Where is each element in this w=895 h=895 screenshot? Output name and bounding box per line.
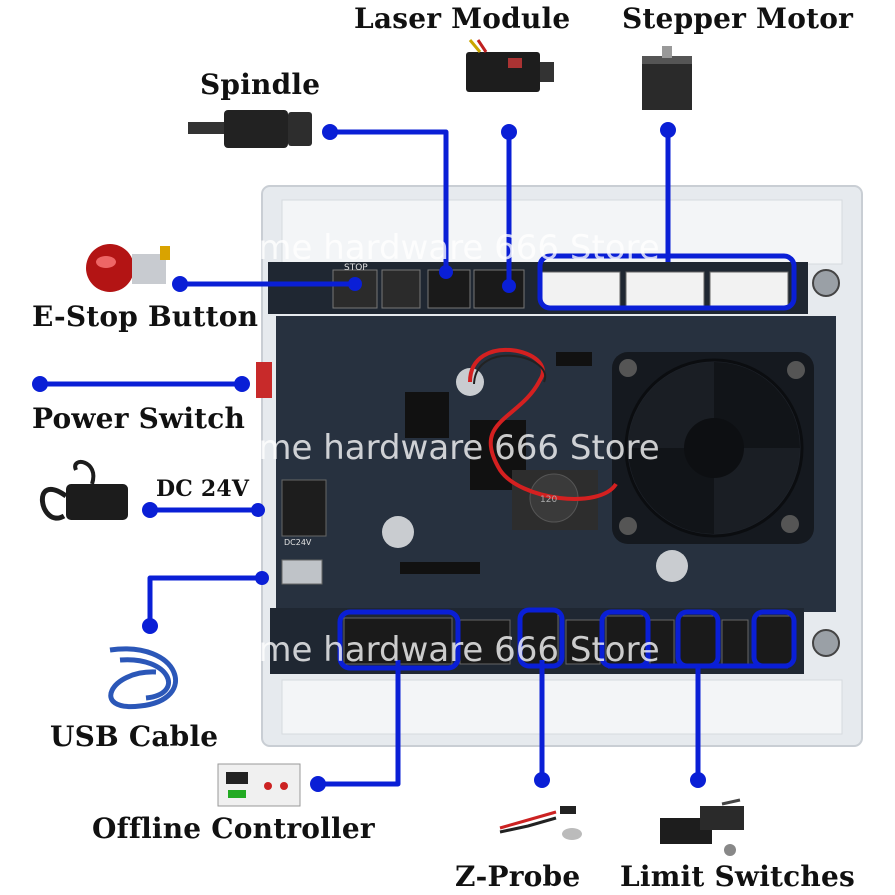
dot — [32, 376, 48, 392]
line-spindle — [330, 129, 449, 272]
spindle-illustration — [188, 110, 312, 148]
usb-cable-illustration — [108, 646, 178, 710]
highlight-limit-x — [599, 609, 651, 669]
connector-spindle — [381, 269, 421, 309]
dot — [502, 279, 516, 293]
connector-offline — [343, 617, 453, 665]
highlight-offline — [337, 609, 461, 671]
fan-blade — [714, 448, 800, 534]
dot — [534, 772, 550, 788]
chip — [400, 562, 480, 574]
label-estop-button: E-Stop Button — [32, 300, 259, 333]
fan-screw — [787, 361, 805, 379]
highlight-limit-y — [675, 609, 721, 669]
label-dc-24v: DC 24V — [156, 476, 250, 502]
capacitor — [656, 550, 688, 582]
connector-limit-y — [679, 615, 717, 665]
usb-port — [281, 559, 323, 585]
dot — [142, 502, 158, 518]
fan-blade — [714, 362, 800, 448]
fan-blade — [628, 448, 714, 534]
label-spindle: Spindle — [200, 68, 321, 101]
highlight-probe — [517, 607, 565, 669]
connector-misc — [721, 619, 749, 665]
fan-screw — [619, 517, 637, 535]
connector-limit-x — [605, 615, 647, 665]
dot — [660, 122, 676, 138]
label-laser-module: Laser Module — [354, 2, 571, 35]
dot — [255, 571, 269, 585]
dot — [690, 772, 706, 788]
limit-switches-illustration — [660, 798, 744, 856]
label-z-probe: Z-Probe — [455, 860, 581, 893]
offline-controller-illustration — [217, 763, 301, 807]
dot — [439, 265, 453, 279]
dot — [234, 376, 250, 392]
power-switch-body — [256, 362, 272, 398]
connector-misc — [649, 619, 675, 665]
dot — [348, 277, 362, 291]
stepper-motor-illustration — [642, 46, 692, 110]
dot — [251, 503, 265, 517]
connector-misc — [565, 619, 601, 665]
connector-lines — [40, 129, 797, 787]
silkscreen-dc: DC24V — [284, 538, 312, 547]
label-stepper-motor: Stepper Motor — [622, 2, 854, 35]
stepper-connector-x — [541, 271, 621, 307]
highlight-steppers — [537, 253, 797, 311]
connector-misc — [459, 619, 511, 665]
power-adapter-illustration — [40, 460, 128, 521]
dot — [142, 618, 158, 634]
connector-limit-z — [755, 615, 793, 665]
connector-probe — [521, 611, 559, 665]
dc-jack — [281, 479, 327, 537]
enclosure-top-rail — [281, 199, 843, 265]
fan-wire-black — [473, 354, 547, 385]
fan-screw — [781, 515, 799, 533]
dot — [172, 276, 188, 292]
dot — [501, 124, 517, 140]
fan-wire-red — [468, 347, 618, 501]
mount-screw — [812, 629, 840, 657]
stepper-connector-y — [625, 271, 705, 307]
line-usb — [147, 575, 262, 626]
connector-laser-ttl — [473, 269, 525, 309]
line-offline — [318, 660, 401, 787]
chip — [556, 352, 592, 366]
silkscreen-stop: STOP — [344, 263, 368, 273]
dot — [322, 124, 338, 140]
fan-screw — [619, 359, 637, 377]
enclosure-bottom-rail — [281, 679, 843, 735]
label-power-switch: Power Switch — [32, 402, 246, 435]
estop-illustration — [86, 244, 170, 292]
z-probe-illustration — [499, 806, 582, 840]
mount-screw — [812, 269, 840, 297]
label-offline-controller: Offline Controller — [92, 812, 375, 845]
highlight-limit-z — [751, 609, 797, 669]
connector-dots — [32, 122, 706, 792]
capacitor — [382, 516, 414, 548]
fan-blade — [628, 362, 714, 448]
chip — [405, 392, 449, 438]
label-limit-switches: Limit Switches — [620, 860, 855, 893]
dot — [310, 776, 326, 792]
fan-hub — [684, 418, 744, 478]
label-usb-cable: USB Cable — [50, 720, 219, 753]
inductor-mark: 120 — [540, 495, 557, 505]
laser-module-illustration — [466, 39, 554, 92]
stepper-connector-z — [709, 271, 789, 307]
